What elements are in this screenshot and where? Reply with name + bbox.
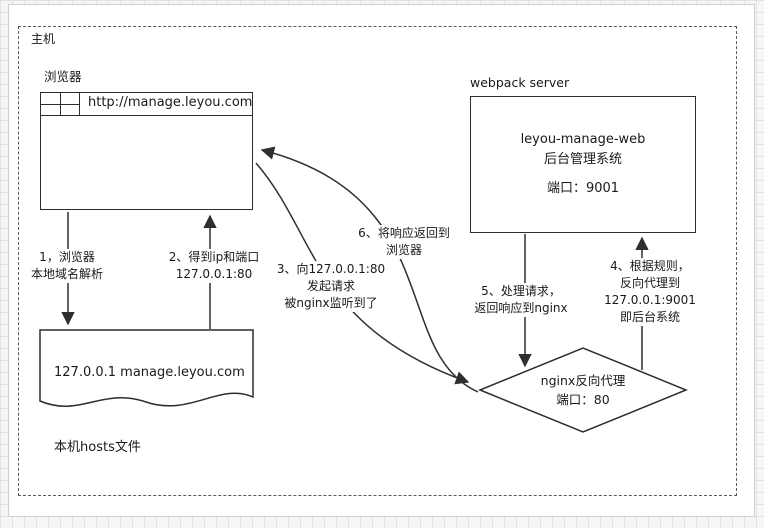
webpack-line-2: 后台管理系统 bbox=[543, 152, 622, 167]
host-label: 主机 bbox=[28, 31, 59, 48]
webpack-server-shape[interactable]: leyou-manage-web 后台管理系统 端口：9001 bbox=[470, 96, 696, 233]
webpack-line-1: leyou-manage-web bbox=[520, 132, 646, 147]
nginx-port: 端口：80 bbox=[556, 392, 610, 407]
host-boundary[interactable] bbox=[18, 26, 737, 496]
step5-label: 5、处理请求， 返回响应到nginx bbox=[472, 283, 570, 317]
hosts-file-caption: 本机hosts文件 bbox=[54, 440, 141, 455]
browser-buttons-icon bbox=[41, 93, 80, 115]
step2-label: 2、得到ip和端口 127.0.0.1:80 bbox=[166, 249, 262, 283]
step6-label: 6、将响应返回到 浏览器 bbox=[356, 225, 452, 259]
hosts-file-content: 127.0.0.1 manage.leyou.com bbox=[54, 365, 245, 380]
browser-toolbar: http://manage.leyou.com bbox=[41, 93, 252, 116]
address-bar: http://manage.leyou.com bbox=[88, 95, 252, 110]
webpack-server-title: webpack server bbox=[470, 75, 570, 90]
nginx-line-1: nginx反向代理 bbox=[540, 373, 626, 388]
step3-label: 3、向127.0.0.1:80 发起请求 被nginx监听到了 bbox=[274, 261, 388, 312]
webpack-port: 端口：9001 bbox=[546, 181, 620, 196]
step1-label: 1，浏览器 本地域名解析 bbox=[28, 249, 106, 283]
step4-label: 4、根据规则， 反向代理到 127.0.0.1:9001 即后台系统 bbox=[602, 258, 698, 326]
browser-title: 浏览器 bbox=[44, 69, 82, 84]
browser-window-shape[interactable]: http://manage.leyou.com bbox=[40, 92, 253, 210]
nginx-label: nginx反向代理 端口：80 bbox=[541, 371, 626, 409]
